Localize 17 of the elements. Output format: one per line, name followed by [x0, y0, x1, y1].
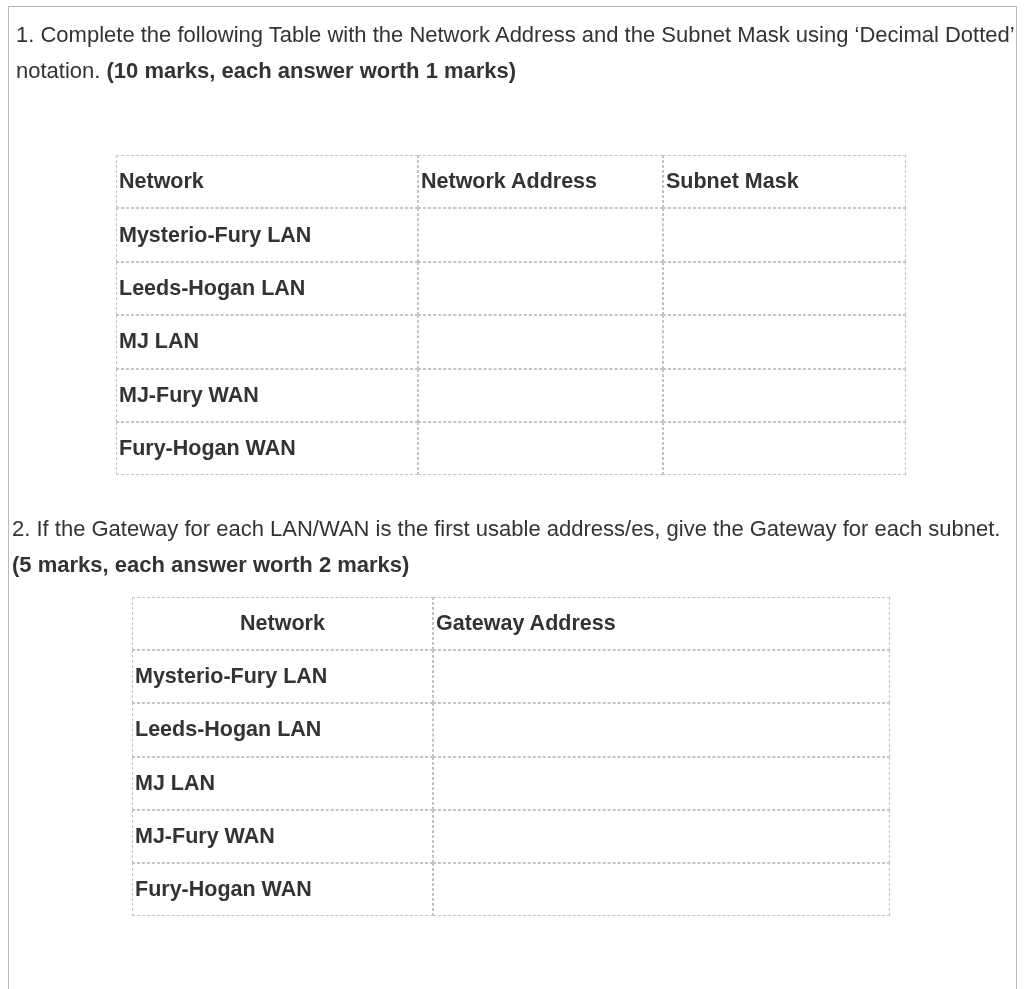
- table-cell: Leeds-Hogan LAN: [116, 261, 418, 316]
- table-cell: Fury-Hogan WAN: [132, 863, 433, 917]
- table-cell: Mysterio-Fury LAN: [116, 208, 418, 262]
- column-header: Network: [116, 155, 418, 209]
- column-header: Subnet Mask: [663, 155, 906, 209]
- table-cell: MJ LAN: [132, 756, 433, 810]
- table-cell: MJ-Fury WAN: [132, 809, 433, 863]
- question-text: 2. If the Gateway for each LAN/WAN is the first usable address/es, give the Gateway for each subnet. (5 marks, each answer worth 2 marks): [12, 515, 1002, 579]
- column-header: Gateway Address: [433, 597, 890, 651]
- table-cell: MJ-Fury WAN: [116, 368, 418, 422]
- table-cell: Fury-Hogan WAN: [116, 422, 418, 476]
- table-cell: Mysterio-Fury LAN: [132, 650, 433, 704]
- table-cell: MJ LAN: [116, 315, 418, 369]
- column-header: Network Address: [418, 155, 663, 209]
- table-cell: Leeds-Hogan LAN: [132, 703, 433, 757]
- question-text: 1. Complete the following Table with the Network Address and the Subnet Mask using ‘Decimal Dotted’ notation. (10 marks, each answer worth 1 marks): [16, 21, 1015, 85]
- column-header: Network: [132, 597, 433, 651]
